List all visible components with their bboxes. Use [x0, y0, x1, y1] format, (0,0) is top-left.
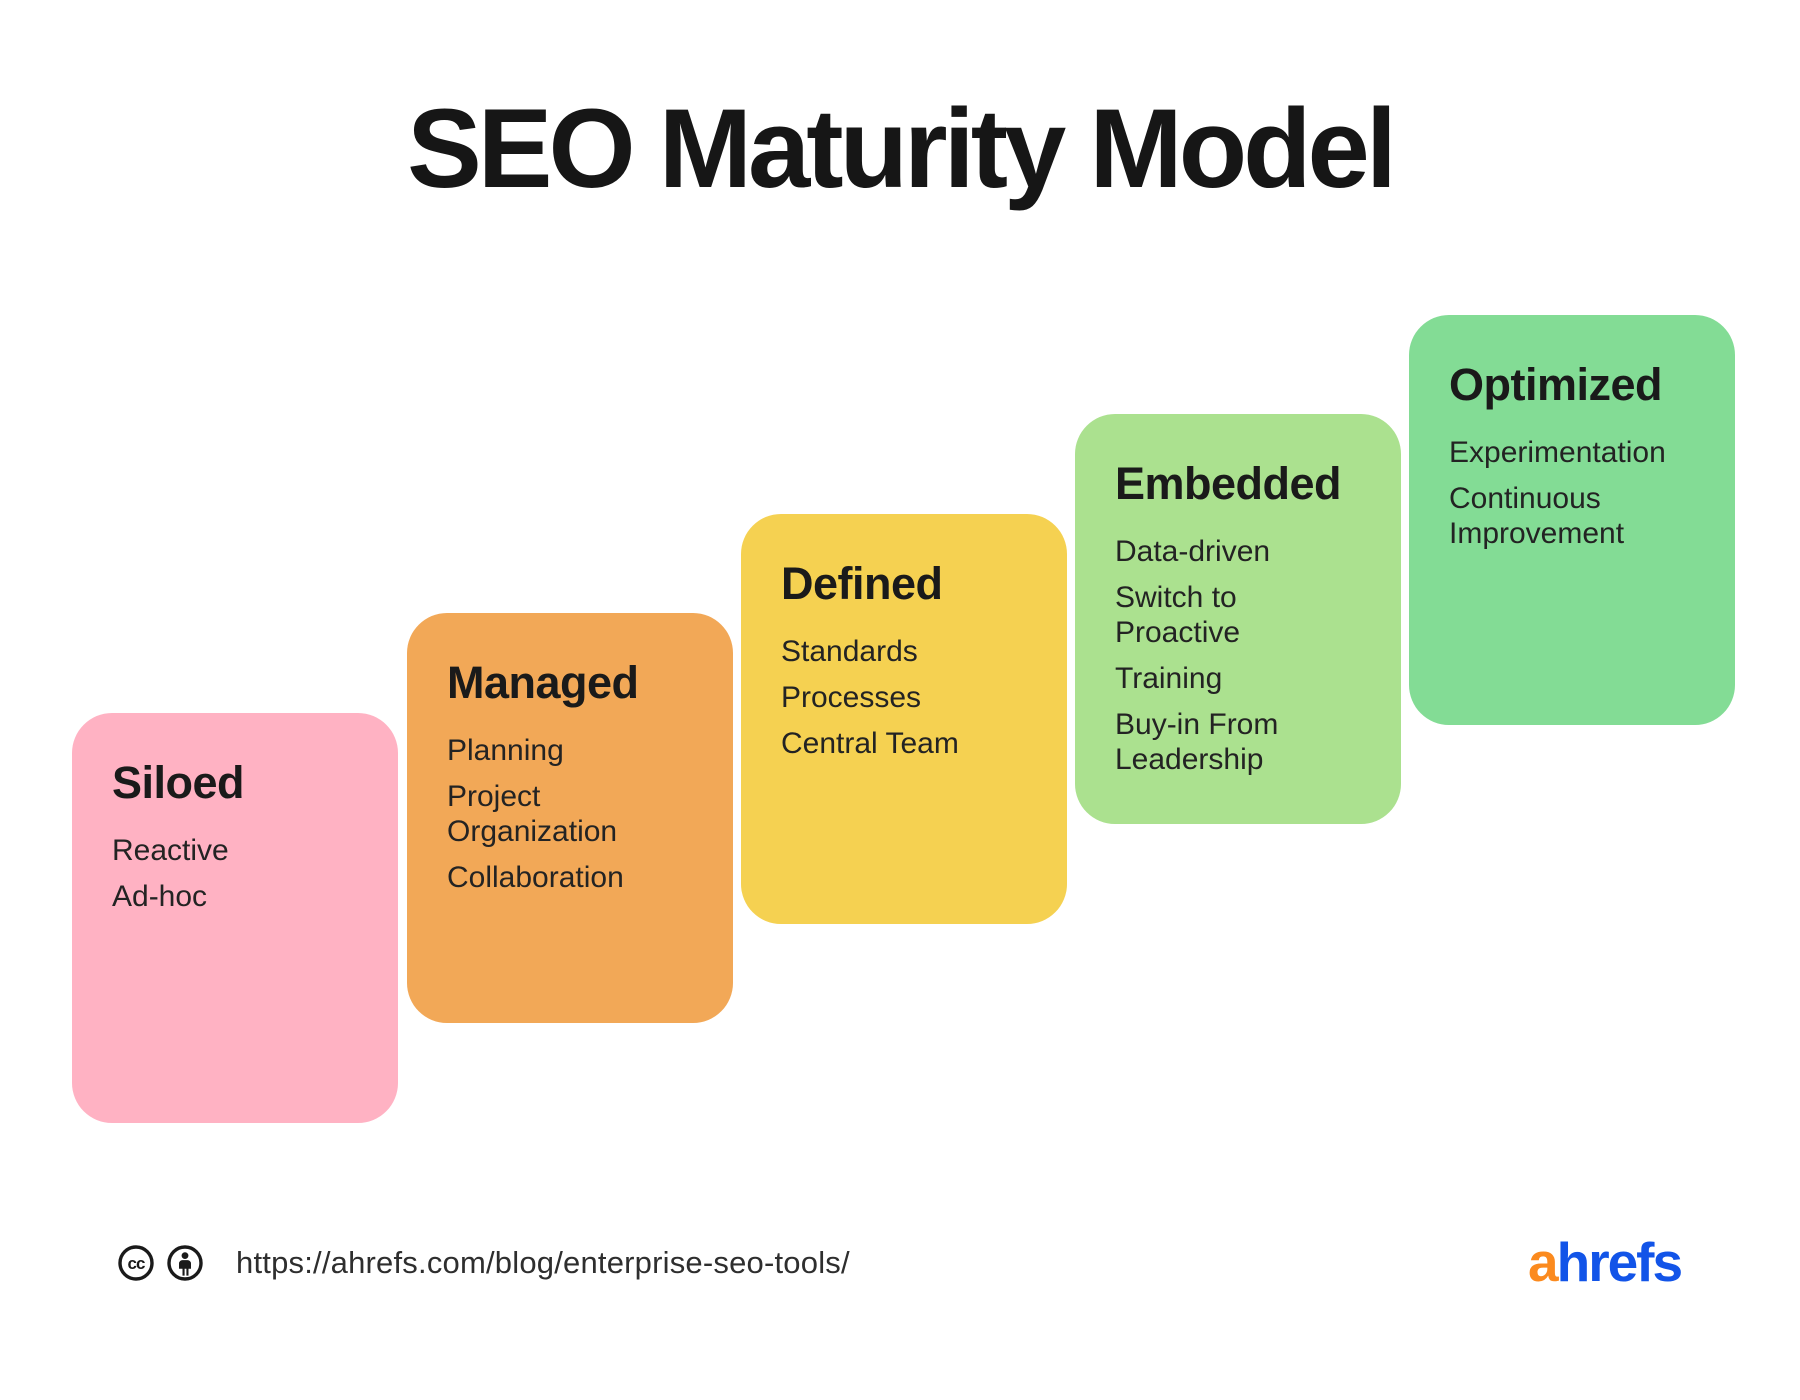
stage-card-managed: Managed Planning Project Organization Co… — [407, 613, 733, 1023]
stage-item: Planning — [447, 734, 564, 767]
stage-item: Processes — [781, 681, 922, 714]
stage-item: Experimentation — [1449, 436, 1666, 469]
stage-item: Ad-hoc — [112, 880, 208, 913]
source-url: https://ahrefs.com/blog/enterprise-seo-t… — [236, 1245, 850, 1280]
stage-item: Standards — [781, 635, 918, 668]
stage-title: Defined — [781, 558, 943, 609]
stage-card-optimized: Optimized Experimentation Continuous Imp… — [1409, 315, 1735, 725]
stage-item: Switch to Proactive — [1115, 581, 1241, 649]
stage-item: Training — [1115, 662, 1223, 695]
stage-item: Collaboration — [447, 861, 624, 894]
ahrefs-logo-a: a — [1528, 1231, 1559, 1293]
stage-item: Data-driven — [1115, 535, 1271, 568]
stage-title: Optimized — [1449, 359, 1663, 410]
svg-text:cc: cc — [128, 1254, 145, 1273]
stage-title: Managed — [447, 657, 639, 708]
stage-title: Siloed — [112, 757, 245, 808]
footer: cc https://ahrefs.com/blog/enterprise-se… — [0, 1232, 1800, 1292]
stage-item: Project Organization — [447, 780, 618, 848]
stage-card-siloed: Siloed Reactive Ad-hoc — [72, 713, 398, 1123]
stage-item: Continuous Improvement — [1449, 482, 1625, 550]
attribution-icon — [166, 1244, 204, 1282]
stage-card-defined: Defined Standards Processes Central Team — [741, 514, 1067, 924]
ahrefs-logo-hrefs: hrefs — [1556, 1231, 1683, 1293]
cc-icon: cc — [117, 1244, 155, 1282]
page-title: SEO Maturity Model — [407, 86, 1397, 211]
ahrefs-logo: ahrefs — [1528, 1231, 1683, 1293]
stage-title: Embedded — [1115, 458, 1342, 509]
stage-item: Buy-in From Leadership — [1115, 708, 1279, 776]
stage-card-embedded: Embedded Data-driven Switch to Proactive… — [1075, 414, 1401, 824]
stage-item: Reactive — [112, 834, 229, 867]
license-icons: cc — [117, 1244, 204, 1282]
stage-item: Central Team — [781, 727, 959, 760]
